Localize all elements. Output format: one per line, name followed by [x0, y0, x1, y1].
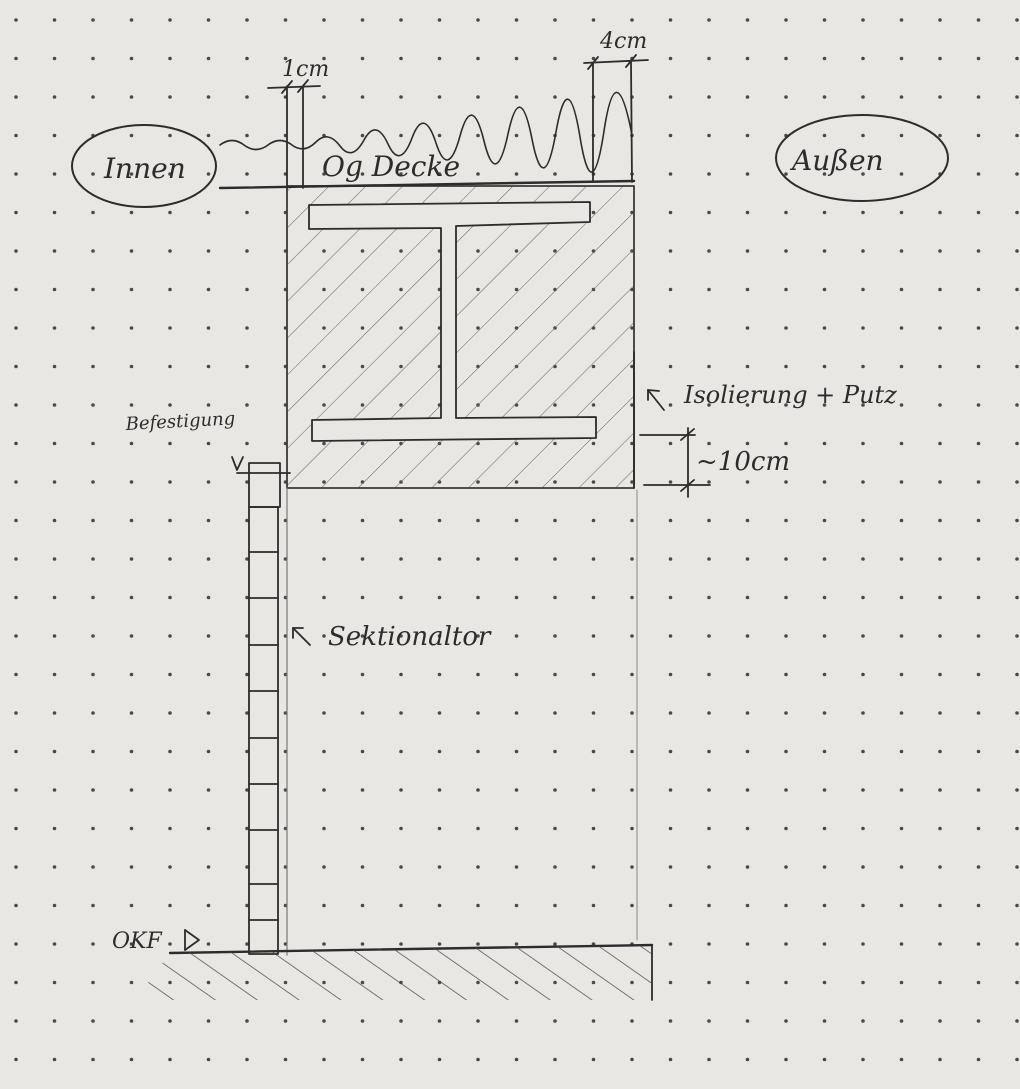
door-arrowhead [292, 627, 304, 639]
insulation-label: Isolierung + Putz [683, 381, 897, 409]
insulation-arrow [647, 389, 665, 411]
dim-10cm-tick-top [680, 428, 695, 441]
dim-10cm-label: ~10cm [696, 447, 790, 477]
lintel-block [286, 185, 635, 489]
ceiling-slab-bottom-line [218, 179, 636, 190]
ceiling-break-line [219, 91, 633, 173]
dim-4cm-tick-left [587, 56, 599, 70]
outside-label: Außen [789, 144, 884, 177]
dim-1cm-tick-right [297, 79, 309, 93]
floor-level-marker [184, 929, 200, 951]
inside-ellipse [71, 124, 217, 208]
dim-1cm-label: 1cm [282, 57, 329, 82]
outside-ellipse [775, 114, 949, 202]
dim-4cm-label: 4cm [599, 29, 647, 54]
door-arrow [292, 627, 311, 646]
floor-level-label: OKF [112, 929, 162, 954]
dim-4cm-tick-right [625, 54, 637, 68]
door-panels [248, 551, 279, 921]
insulation-arrowhead [647, 389, 660, 401]
dim-1cm-line [267, 85, 321, 89]
dim-4cm-line [583, 59, 649, 64]
fastening-arrowhead [231, 456, 244, 471]
dim-10cm-tick-bottom [680, 479, 695, 492]
ground-hatch [135, 945, 652, 1000]
ceiling-4cm-edge-right [630, 61, 633, 183]
steel-i-beam [308, 201, 597, 442]
dim-1cm-tick-left [281, 80, 293, 94]
inside-label: Innen [103, 152, 186, 185]
ceiling-label: Og Decke [322, 150, 460, 183]
door-label: Sektionaltor [328, 622, 492, 652]
